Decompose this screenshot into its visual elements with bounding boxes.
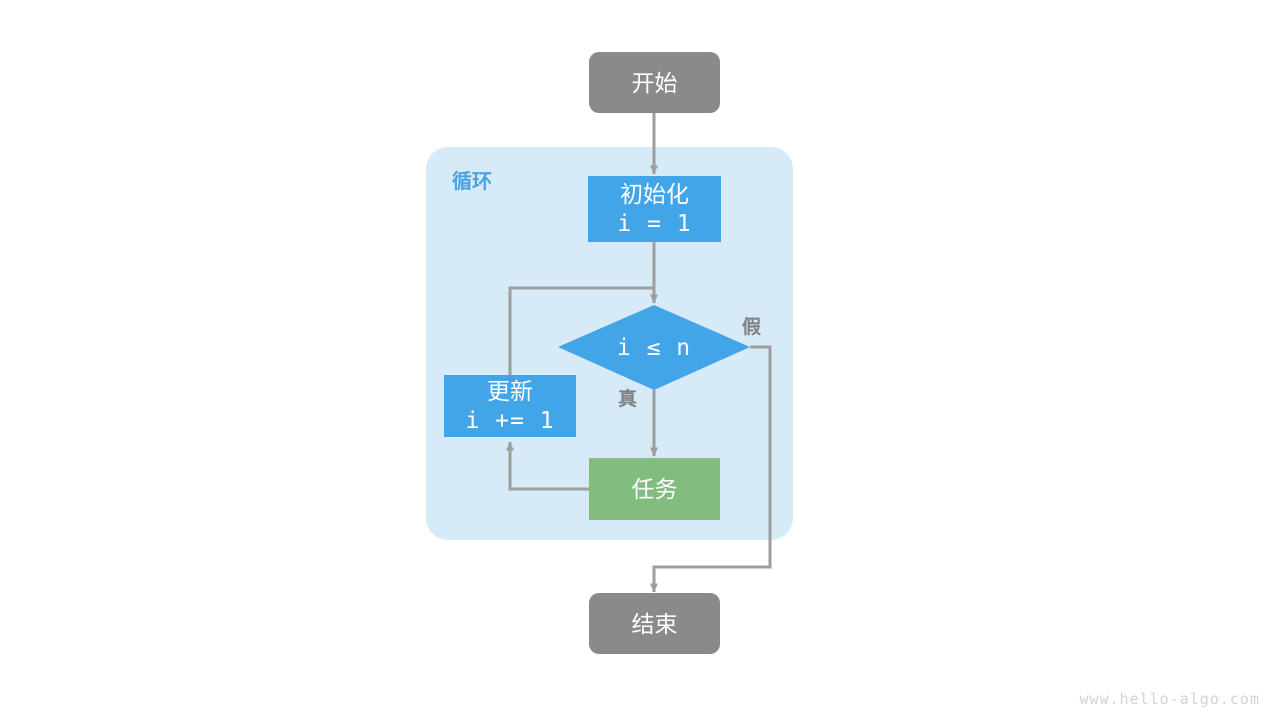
node-end[interactable] [589, 593, 720, 654]
node-update[interactable] [444, 375, 576, 437]
loop-group-label: 循环 [452, 171, 492, 193]
node-start[interactable] [589, 52, 720, 113]
edge-label-false: 假 [742, 317, 762, 338]
edge-condition-false-to-end [650, 345, 772, 593]
edge-update-to-condition [508, 286, 656, 375]
node-init[interactable] [588, 176, 721, 242]
edge-task-to-update [506, 441, 589, 491]
node-condition[interactable] [558, 305, 750, 390]
watermark: www.hello-algo.com [1079, 690, 1260, 708]
edge-label-true: 真 [618, 389, 638, 410]
node-task[interactable] [589, 458, 720, 520]
